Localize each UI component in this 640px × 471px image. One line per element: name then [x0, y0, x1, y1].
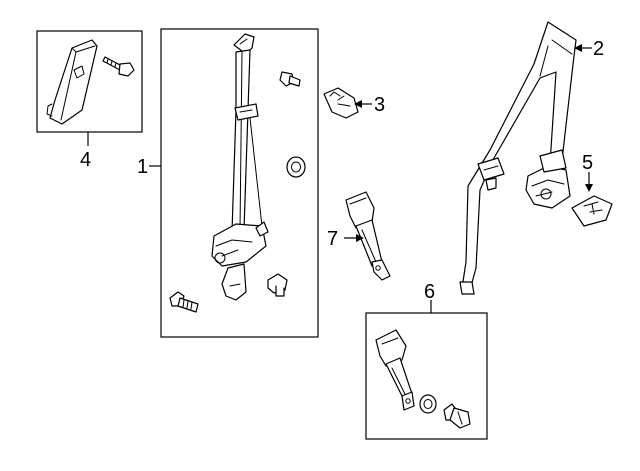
callout-4: 4 — [80, 149, 91, 171]
part-group-5 — [571, 172, 613, 227]
callout-1: 1 — [137, 156, 148, 178]
callout-5: 5 — [582, 152, 593, 174]
part-group-2 — [459, 21, 592, 295]
part-group-6 — [365, 300, 488, 440]
bolt-part — [102, 56, 135, 77]
screw-part — [279, 71, 301, 87]
anchor-bolt-large-part — [169, 291, 199, 313]
cover-plate-part — [571, 195, 613, 227]
detail-box-1 — [160, 28, 319, 338]
trim-cover-part — [46, 39, 98, 125]
belt-retractor-part — [211, 33, 269, 301]
part-group-4 — [36, 30, 143, 146]
detail-box-4 — [36, 30, 143, 133]
callout-2: 2 — [593, 38, 604, 60]
rear-buckle-part — [375, 329, 415, 411]
part-group-1 — [149, 28, 319, 338]
rear-retractor-part — [525, 149, 571, 209]
grommet-part — [286, 156, 306, 178]
part-group-7 — [344, 191, 391, 281]
anchor-bolt-small-part — [267, 273, 288, 297]
buckle-part — [345, 191, 391, 281]
rear-anchor-bolt-part — [443, 403, 471, 429]
washer-part — [419, 394, 437, 414]
detail-box-6 — [365, 312, 488, 440]
callout-7: 7 — [327, 228, 338, 250]
callout-6: 6 — [424, 281, 435, 303]
callout-3: 3 — [374, 94, 385, 116]
anchor-cover-part — [323, 87, 359, 119]
part-group-3 — [323, 87, 372, 119]
